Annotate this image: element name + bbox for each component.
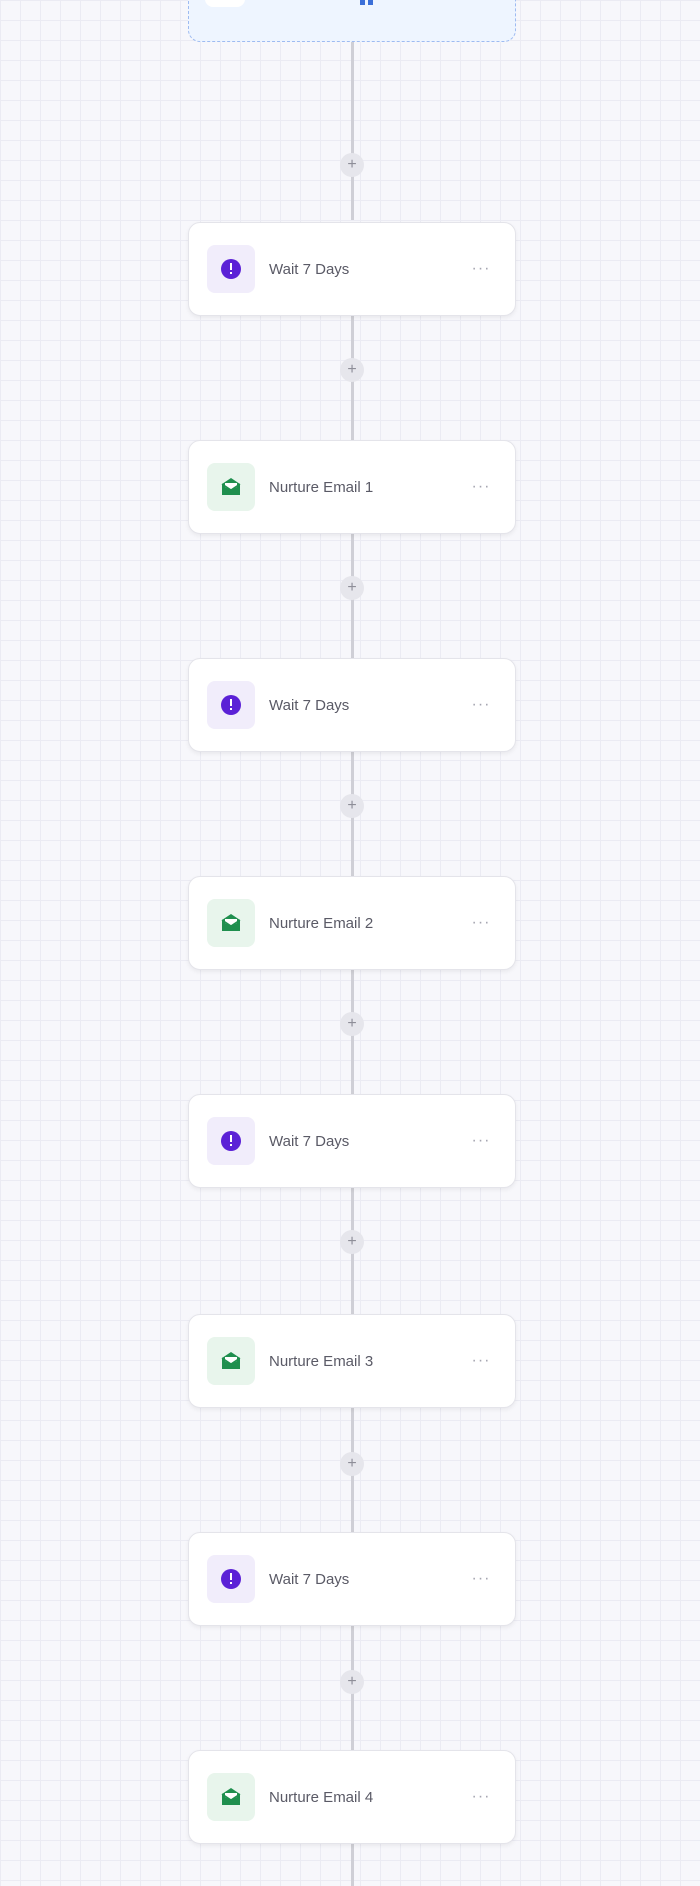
more-options-icon[interactable]: ··· xyxy=(471,1788,491,1805)
email-icon xyxy=(221,1352,241,1369)
add-step-button[interactable]: + xyxy=(340,1012,364,1036)
connector-line xyxy=(351,40,354,220)
node-label: Nurture Email 4 xyxy=(269,1788,374,1806)
more-options-icon[interactable]: ··· xyxy=(471,1570,491,1587)
more-options-icon[interactable]: ··· xyxy=(471,478,491,495)
more-options-icon[interactable]: ··· xyxy=(471,696,491,713)
wait-step-node[interactable]: Wait 7 Days ··· xyxy=(188,222,516,316)
wait-step-node[interactable]: Wait 7 Days ··· xyxy=(188,1532,516,1626)
wait-step-node[interactable]: Wait 7 Days ··· xyxy=(188,1094,516,1188)
node-icon-box xyxy=(207,463,255,511)
add-step-button[interactable]: + xyxy=(340,153,364,177)
more-options-icon[interactable]: ··· xyxy=(471,260,491,277)
add-step-button[interactable]: + xyxy=(340,1670,364,1694)
node-icon-box xyxy=(207,1773,255,1821)
clock-icon xyxy=(221,1131,241,1151)
clock-icon xyxy=(221,695,241,715)
email-step-node[interactable]: Nurture Email 1 ··· xyxy=(188,440,516,534)
add-step-button[interactable]: + xyxy=(340,576,364,600)
trigger-accent-icon xyxy=(360,0,373,5)
add-step-button[interactable]: + xyxy=(340,794,364,818)
email-step-node[interactable]: Nurture Email 3 ··· xyxy=(188,1314,516,1408)
node-label: Nurture Email 3 xyxy=(269,1352,374,1370)
email-step-node[interactable]: Nurture Email 2 ··· xyxy=(188,876,516,970)
clock-icon xyxy=(221,1569,241,1589)
trigger-icon-box xyxy=(205,0,245,7)
node-label: Wait 7 Days xyxy=(269,260,350,278)
wait-step-node[interactable]: Wait 7 Days ··· xyxy=(188,658,516,752)
more-options-icon[interactable]: ··· xyxy=(471,1132,491,1149)
node-label: Wait 7 Days xyxy=(269,1132,350,1150)
email-icon xyxy=(221,478,241,495)
email-step-node[interactable]: Nurture Email 4 ··· xyxy=(188,1750,516,1844)
node-icon-box xyxy=(207,1117,255,1165)
node-label: Wait 7 Days xyxy=(269,1570,350,1588)
node-icon-box xyxy=(207,1337,255,1385)
email-icon xyxy=(221,1788,241,1805)
add-step-button[interactable]: + xyxy=(340,358,364,382)
node-icon-box xyxy=(207,681,255,729)
node-label: Nurture Email 1 xyxy=(269,478,374,496)
node-label: Wait 7 Days xyxy=(269,696,350,714)
add-step-button[interactable]: + xyxy=(340,1452,364,1476)
node-icon-box xyxy=(207,899,255,947)
clock-icon xyxy=(221,259,241,279)
email-icon xyxy=(221,914,241,931)
node-icon-box xyxy=(207,1555,255,1603)
more-options-icon[interactable]: ··· xyxy=(471,914,491,931)
more-options-icon[interactable]: ··· xyxy=(471,1352,491,1369)
node-icon-box xyxy=(207,245,255,293)
connector-line xyxy=(351,1842,354,1886)
trigger-node[interactable] xyxy=(188,0,516,42)
add-step-button[interactable]: + xyxy=(340,1230,364,1254)
node-label: Nurture Email 2 xyxy=(269,914,374,932)
